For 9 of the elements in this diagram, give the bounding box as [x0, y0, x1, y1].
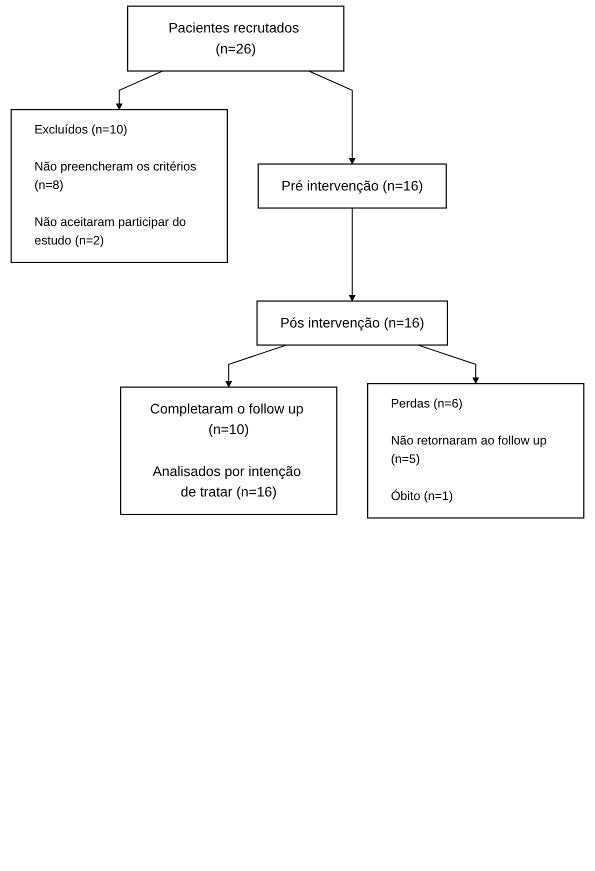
node-box: Perdas (n=6) Não retornaram ao follow up (n=5) Óbito (n=1) — [367, 383, 584, 519]
node-box: Completaram o follow up (n=10) Analisados por intenção de tratar (n=16) — [120, 386, 338, 516]
arrow — [348, 208, 356, 302]
node-box: Pré intervenção (n=16) — [258, 163, 447, 209]
arrow — [116, 70, 163, 110]
node-box: Pós intervenção (n=16) — [256, 300, 448, 346]
node-box: Pacientes recrutados (n=26) — [127, 6, 344, 72]
node-box: Excluídos (n=10) Não preencheram os critérios (n=8) Não aceitaram participar do estudo (n=2) — [10, 109, 228, 264]
arrow — [308, 70, 356, 164]
